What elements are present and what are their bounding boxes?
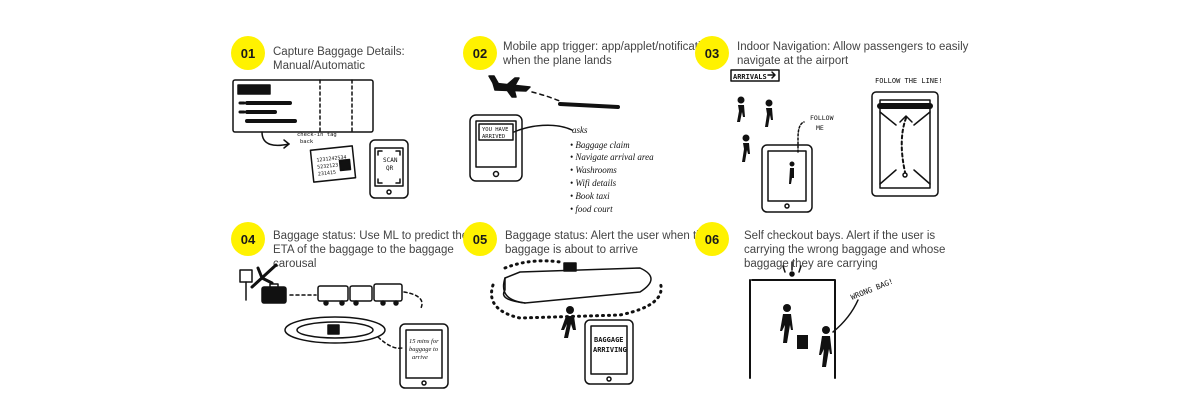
step-badge-04: 04 xyxy=(231,222,265,256)
suitcase-on-belt xyxy=(563,262,577,272)
arrivals-sign-label: ARRIVALS xyxy=(733,73,767,81)
step-caption-06: Self checkout bays. Alert if the user is… xyxy=(744,230,946,270)
tablet-arriving xyxy=(584,319,634,385)
ask-item-1: • Baggage claim xyxy=(570,140,630,150)
arrivals-sign xyxy=(730,69,780,82)
arriving-label: ARRIVING xyxy=(593,346,627,354)
tag-number-3: 231415 xyxy=(318,170,337,178)
checkin-tag-note: check-in tag xyxy=(297,132,337,138)
arrow-to-tag xyxy=(261,131,290,147)
plane-icon xyxy=(488,75,531,98)
ask-item-3: • Washrooms xyxy=(570,165,617,175)
follow-label: FOLLOW xyxy=(810,114,834,122)
step-caption-02: Mobile app trigger: app/applet/notificat… xyxy=(503,41,714,67)
tablet-navigation xyxy=(761,144,813,213)
person-with-bag xyxy=(780,304,808,349)
checkout-gate xyxy=(749,279,836,379)
tag-number-1: 1231242534 xyxy=(316,155,347,164)
step-badge-01: 01 xyxy=(231,36,265,70)
qr-label: QR xyxy=(386,165,394,172)
baggage-label: BAGGAGE xyxy=(594,336,624,344)
carousel-5 xyxy=(502,267,652,304)
wrong-bag-label: WRONG BAG! xyxy=(849,277,894,302)
arrived-label: ARRIVED xyxy=(482,134,505,140)
eta-line-1: 15 mins for xyxy=(409,338,439,345)
asks-label: asks xyxy=(572,125,588,135)
eta-line-2: baggage to xyxy=(409,346,439,353)
baggage-truck xyxy=(317,285,349,302)
tag-number-2: 5232123 xyxy=(317,162,339,170)
person-icon xyxy=(737,96,773,162)
ask-item-4: • Wifi details xyxy=(570,178,617,188)
ask-item-5: • Book taxi xyxy=(570,191,610,201)
phone-scan xyxy=(369,139,409,199)
step-caption-01: Capture Baggage Details:Manual/Automatic xyxy=(273,46,405,72)
step-caption-03: Indoor Navigation: Allow passengers to e… xyxy=(737,41,969,67)
step-badge-02: 02 xyxy=(463,36,497,70)
boarding-pass-sketch xyxy=(232,79,374,133)
follow-the-line-label: FOLLOW THE LINE! xyxy=(875,77,942,85)
step-badge-03: 03 xyxy=(695,36,729,70)
carousel-sketch xyxy=(284,316,386,344)
you-have-label: YOU HAVE xyxy=(482,127,509,133)
follow-line-screen xyxy=(871,91,939,197)
step-badge-06: 06 xyxy=(695,222,729,256)
plane-landed-icon xyxy=(250,263,278,289)
back-note: back xyxy=(300,139,314,145)
tablet-eta xyxy=(399,323,449,389)
step-badge-05: 05 xyxy=(463,222,497,256)
suitcase-icon xyxy=(261,286,287,304)
tablet-arrived xyxy=(469,114,523,182)
ask-item-6: • food court xyxy=(570,204,613,214)
runway xyxy=(558,102,620,109)
me-label: ME xyxy=(816,124,824,132)
parking-sign xyxy=(239,269,253,283)
eta-line-3: arrive xyxy=(412,354,428,361)
scan-label: SCAN xyxy=(383,157,398,164)
ask-item-2: • Navigate arrival area xyxy=(570,152,654,162)
person-wrong-bag xyxy=(819,326,832,367)
person-waiting xyxy=(561,306,576,338)
baggage-tag xyxy=(309,145,357,183)
connector-asks xyxy=(513,124,573,133)
